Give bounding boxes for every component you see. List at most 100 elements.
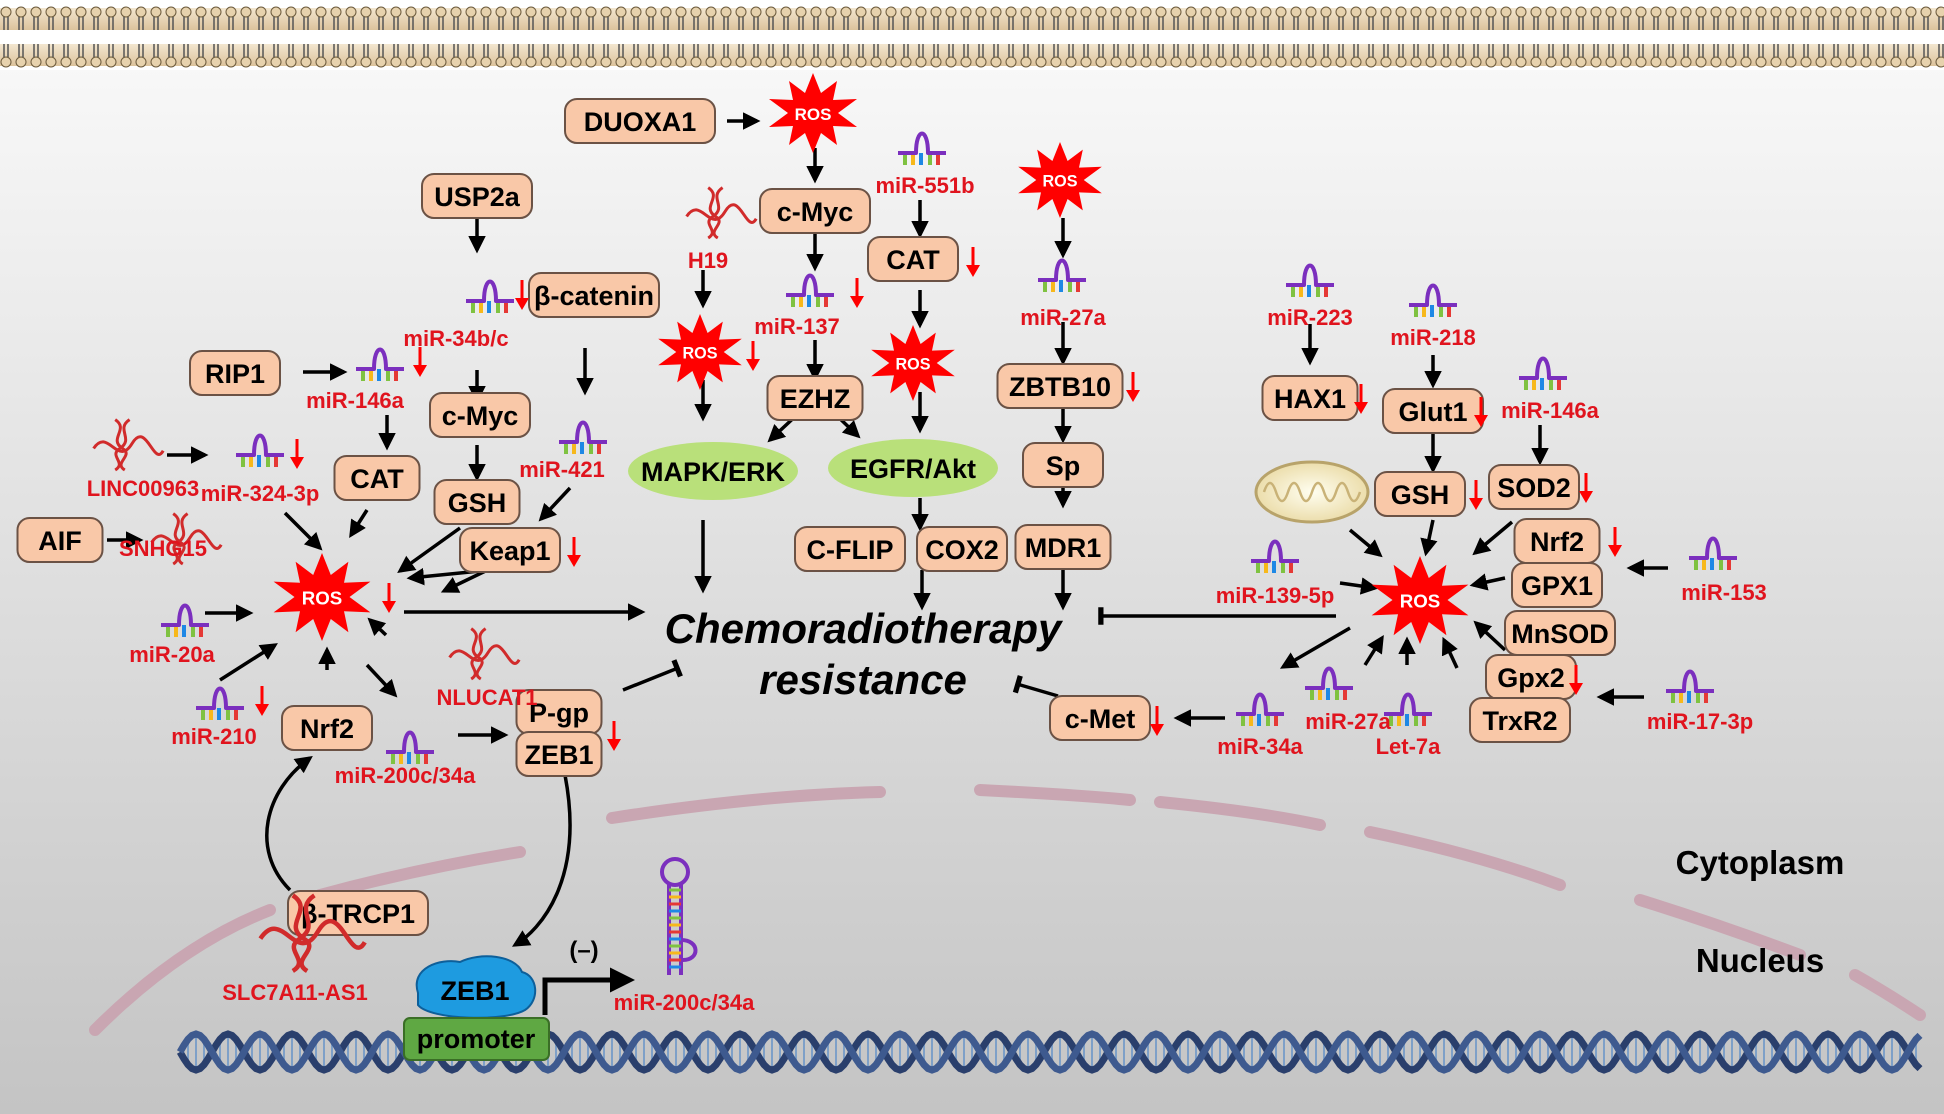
box-sod2: SOD2 (1488, 464, 1580, 510)
box-label: Nrf2 (300, 714, 354, 744)
cytoplasm-label: Cytoplasm (1676, 844, 1845, 881)
label-let-7a: Let-7a (1376, 734, 1442, 759)
label-mir-27a-bottom: miR-27a (1305, 709, 1391, 734)
label-slc7a11: SLC7A11-AS1 (222, 980, 368, 1005)
box-label: Nrf2 (1530, 527, 1584, 557)
label-mir-210: miR-210 (171, 724, 257, 749)
box-label: DUOXA1 (584, 107, 697, 137)
svg-text:ROS: ROS (302, 588, 343, 609)
box-label: MDR1 (1025, 533, 1102, 563)
box-label: RIP1 (205, 359, 265, 389)
box-sp: Sp (1022, 442, 1104, 488)
box-label: Sp (1046, 451, 1081, 481)
cell-membrane (0, 0, 1944, 70)
box-gsh-left: GSH (433, 479, 521, 525)
svg-text:ROS: ROS (795, 105, 832, 124)
box-cox2: COX2 (916, 526, 1008, 572)
center-title: Chemoradiotherapy resistance (665, 605, 1064, 703)
box-label: ZEB1 (524, 740, 593, 770)
protein-boxes: DUOXA1USP2aβ-cateninRIP1c-MycCATGSHKeap1… (16, 98, 1616, 936)
box-zbtb10: ZBTB10 (996, 363, 1124, 409)
box-label: COX2 (925, 535, 999, 565)
nucleus-label: Nucleus (1696, 942, 1824, 979)
box-aif: AIF (16, 517, 104, 563)
box-label: β-catenin (534, 281, 654, 311)
box-label: TrxR2 (1482, 706, 1557, 736)
label-snhg15: SNHG15 (119, 536, 207, 561)
box-label: c-Met (1065, 704, 1136, 734)
label-mir-34bc: miR-34b/c (403, 326, 508, 351)
box-c-myc-top: c-Myc (759, 188, 871, 234)
promoter-box: promoter (403, 1017, 550, 1061)
box-nrf2-left: Nrf2 (281, 705, 373, 751)
label-mir-20a: miR-20a (129, 642, 215, 667)
box-c-met: c-Met (1049, 695, 1151, 741)
box-c-myc-left: c-Myc (429, 392, 531, 438)
box-label: c-Myc (442, 401, 519, 431)
box-label: c-Myc (777, 197, 854, 227)
box-c-flip: C-FLIP (794, 526, 906, 572)
box-label: AIF (38, 526, 82, 556)
label-mir-17: miR-17-3p (1647, 709, 1753, 734)
ros-h19: ROS (658, 314, 742, 390)
box-cat-left: CAT (333, 455, 421, 501)
box-label: ZBTB10 (1009, 372, 1111, 402)
box-mdr1: MDR1 (1014, 524, 1112, 570)
label-mir-34a: miR-34a (1217, 734, 1303, 759)
svg-text:ROS: ROS (896, 356, 931, 374)
svg-text:MAPK/ERK: MAPK/ERK (641, 457, 786, 487)
label-mir-139: miR-139-5p (1216, 583, 1335, 608)
box-rip1: RIP1 (189, 350, 281, 396)
zeb1-protein: ZEB1 (415, 955, 537, 1019)
box-label: β-TRCP1 (301, 899, 415, 929)
label-mir-218: miR-218 (1390, 325, 1476, 350)
box-cat-top: CAT (867, 236, 959, 282)
box-label: CAT (886, 245, 940, 275)
box-zeb1: ZEB1 (515, 731, 603, 777)
label-mir-146a-left: miR-146a (306, 388, 405, 413)
nuclear-membrane (89, 784, 1926, 1036)
box-label: GPX1 (1521, 571, 1593, 601)
box-duoxa1: DUOXA1 (564, 98, 716, 144)
box-label: GSH (1391, 480, 1450, 510)
label-mir-153: miR-153 (1681, 580, 1767, 605)
box-mnsod: MnSOD (1504, 610, 1616, 656)
ros-right-hub: ROS (1371, 556, 1469, 644)
ros-egfr: ROS (871, 325, 955, 401)
box-label: MnSOD (1511, 619, 1609, 649)
ros-left-hub: ROS (273, 553, 371, 641)
label-h19: H19 (688, 248, 728, 273)
label-mir-421: miR-421 (519, 457, 605, 482)
label-mir-324: miR-324-3p (201, 481, 320, 506)
box-label: HAX1 (1274, 384, 1346, 414)
label-mir-223: miR-223 (1267, 305, 1353, 330)
box-nrf2-right: Nrf2 (1513, 518, 1601, 564)
pathway-egfr: EGFR/Akt (828, 439, 998, 497)
box-label: Keap1 (469, 536, 550, 566)
box-label: Gpx2 (1497, 663, 1565, 693)
label-mir-27a-top: miR-27a (1020, 305, 1106, 330)
box-trxr2: TrxR2 (1469, 697, 1571, 743)
box-usp2a: USP2a (421, 173, 533, 219)
pre-mirna-hairpin-icon (660, 857, 698, 975)
label-mir-200c34a: miR-200c/34a (335, 763, 476, 788)
box-b-catenin: β-catenin (528, 272, 660, 318)
box-hax1: HAX1 (1261, 375, 1359, 421)
pathway-mapk: MAPK/ERK (628, 442, 798, 500)
box-gsh-right: GSH (1374, 471, 1466, 517)
label-mir-146a-right: miR-146a (1501, 398, 1600, 423)
label-mir-137: miR-137 (754, 314, 840, 339)
mitochondrion-icon (1254, 460, 1370, 524)
svg-text:promoter: promoter (417, 1024, 536, 1054)
center-line-2: resistance (759, 656, 967, 703)
ros-top: ROS (769, 73, 857, 153)
svg-text:ROS: ROS (1043, 173, 1078, 191)
box-label: Glut1 (1398, 397, 1467, 427)
label-linc00963: LINC00963 (87, 476, 200, 501)
box-label: CAT (350, 464, 404, 494)
label-mir-200c34a-nucleus: miR-200c/34a (614, 990, 755, 1015)
box-label: C-FLIP (807, 535, 894, 565)
box-label: EZHZ (780, 384, 851, 414)
box-label: GSH (448, 488, 507, 518)
